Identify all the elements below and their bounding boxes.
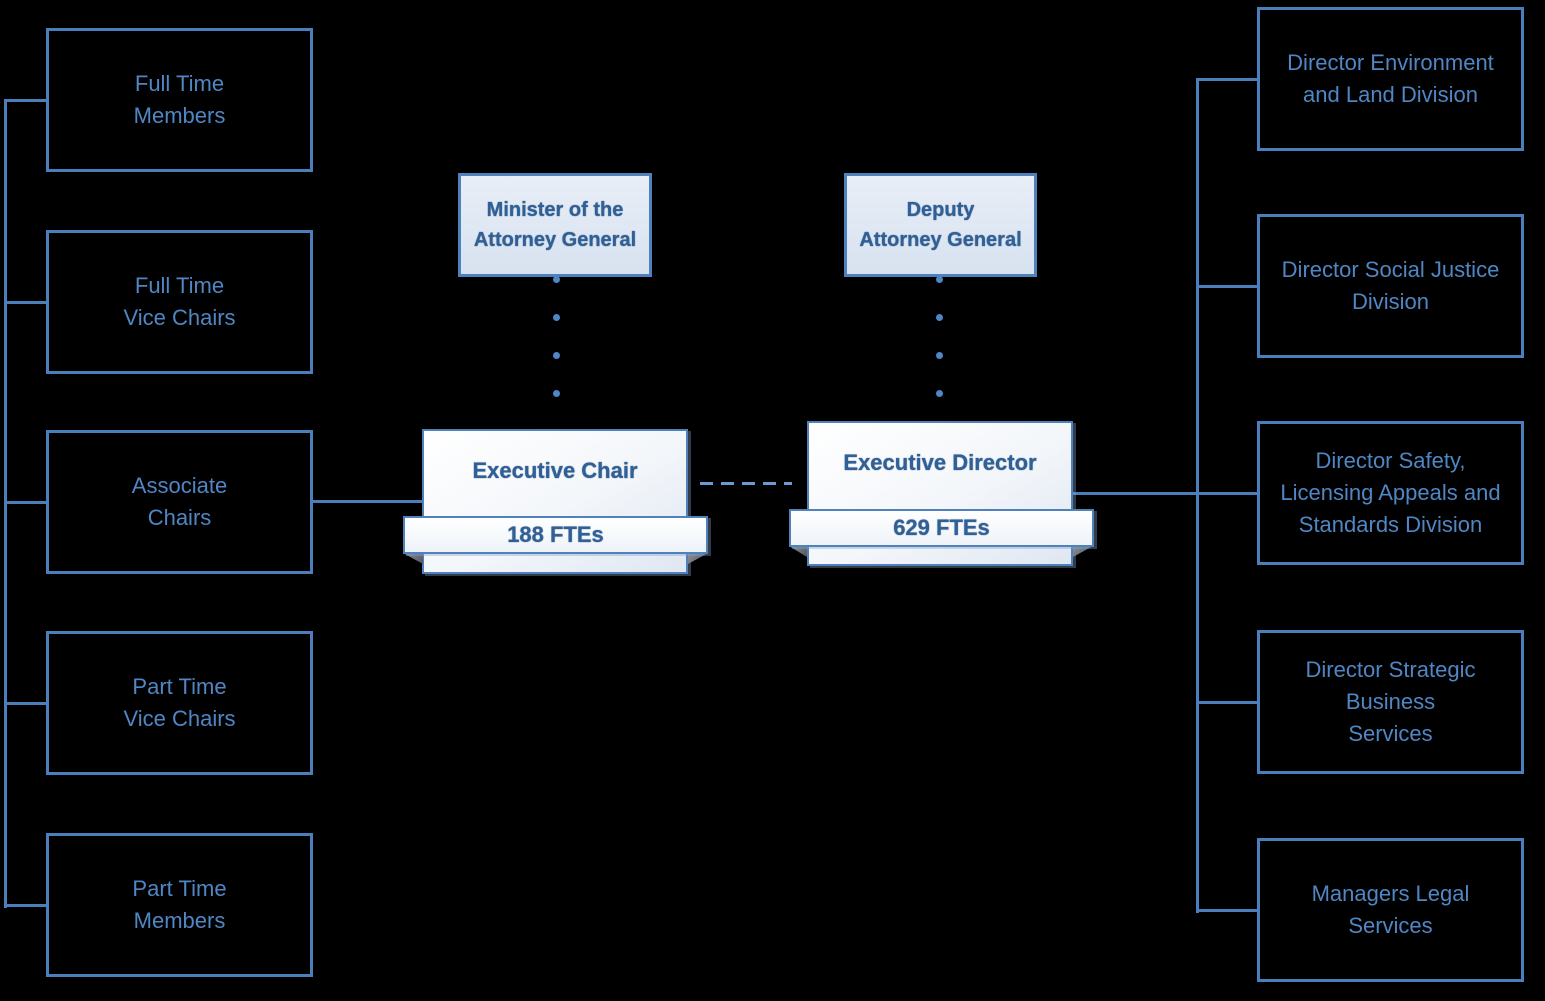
dot xyxy=(936,276,943,283)
dotted-connector-minister-to-chair xyxy=(553,276,560,397)
connector-director-to-right-column xyxy=(1073,492,1257,495)
right-stub-legal-services xyxy=(1196,909,1257,912)
banner-fold-right xyxy=(688,553,708,564)
box-label: Minister of the Attorney General xyxy=(473,199,637,251)
box-associate-chairs: Associate Chairs xyxy=(46,430,313,574)
dot xyxy=(553,276,560,283)
box-part-time-vice-chairs: Part Time Vice Chairs xyxy=(46,631,313,775)
box-label: Full Time Vice Chairs xyxy=(123,273,236,330)
box-director-strategic-business: Director Strategic Business Services xyxy=(1257,630,1524,774)
banner-chair-ftes: 188 FTEs xyxy=(403,516,708,554)
box-label: Deputy Attorney General xyxy=(859,199,1022,251)
box-label: Director Environment and Land Division xyxy=(1287,50,1494,107)
dotted-connector-deputy-to-director xyxy=(936,276,943,397)
right-stub-environment xyxy=(1196,78,1257,81)
box-label: Director Safety, Licensing Appeals and S… xyxy=(1280,448,1501,537)
box-director-safety-licensing: Director Safety, Licensing Appeals and S… xyxy=(1257,421,1524,565)
left-stub-part-time-vice-chairs xyxy=(4,702,46,705)
banner-fold-left xyxy=(789,546,807,557)
banner-fold-left xyxy=(403,553,423,564)
ftes-label: 188 FTEs xyxy=(507,522,604,547)
ftes-label: 629 FTEs xyxy=(893,515,990,540)
box-label: Director Strategic Business Services xyxy=(1305,657,1476,746)
banner-fold-right xyxy=(1073,546,1093,557)
box-label: Part Time Members xyxy=(132,876,227,933)
right-bracket-spine xyxy=(1196,79,1199,913)
box-label: Associate Chairs xyxy=(131,473,228,530)
dot xyxy=(936,390,943,397)
dot xyxy=(553,314,560,321)
box-full-time-vice-chairs: Full Time Vice Chairs xyxy=(46,230,313,374)
box-label: Executive Chair xyxy=(472,458,638,483)
box-label: Part Time Vice Chairs xyxy=(123,674,236,731)
box-managers-legal-services: Managers Legal Services xyxy=(1257,838,1524,982)
right-stub-strategic-business xyxy=(1196,701,1257,704)
right-stub-social-justice xyxy=(1196,285,1257,288)
box-label: Executive Director xyxy=(843,450,1037,475)
dot xyxy=(553,390,560,397)
banner-director-ftes: 629 FTEs xyxy=(789,509,1094,547)
left-stub-full-time-members xyxy=(4,99,46,102)
box-label: Managers Legal Services xyxy=(1311,881,1470,938)
left-bracket-spine xyxy=(4,100,7,908)
box-full-time-members: Full Time Members xyxy=(46,28,313,172)
box-minister-attorney-general: Minister of the Attorney General xyxy=(458,173,652,277)
box-part-time-members: Part Time Members xyxy=(46,833,313,977)
box-label: Director Social Justice Division xyxy=(1281,257,1500,314)
dot xyxy=(936,314,943,321)
box-director-social-justice: Director Social Justice Division xyxy=(1257,214,1524,358)
box-label: Full Time Members xyxy=(133,71,226,128)
left-stub-full-time-vice-chairs xyxy=(4,301,46,304)
connector-associate-chairs-to-executive-chair xyxy=(313,500,422,503)
dashed-connector-chair-to-director xyxy=(700,482,792,485)
left-stub-associate-chairs xyxy=(4,501,46,504)
left-stub-part-time-members xyxy=(4,904,46,907)
dot xyxy=(553,352,560,359)
dot xyxy=(936,352,943,359)
box-director-environment-land: Director Environment and Land Division xyxy=(1257,7,1524,151)
box-deputy-attorney-general: Deputy Attorney General xyxy=(844,173,1037,277)
